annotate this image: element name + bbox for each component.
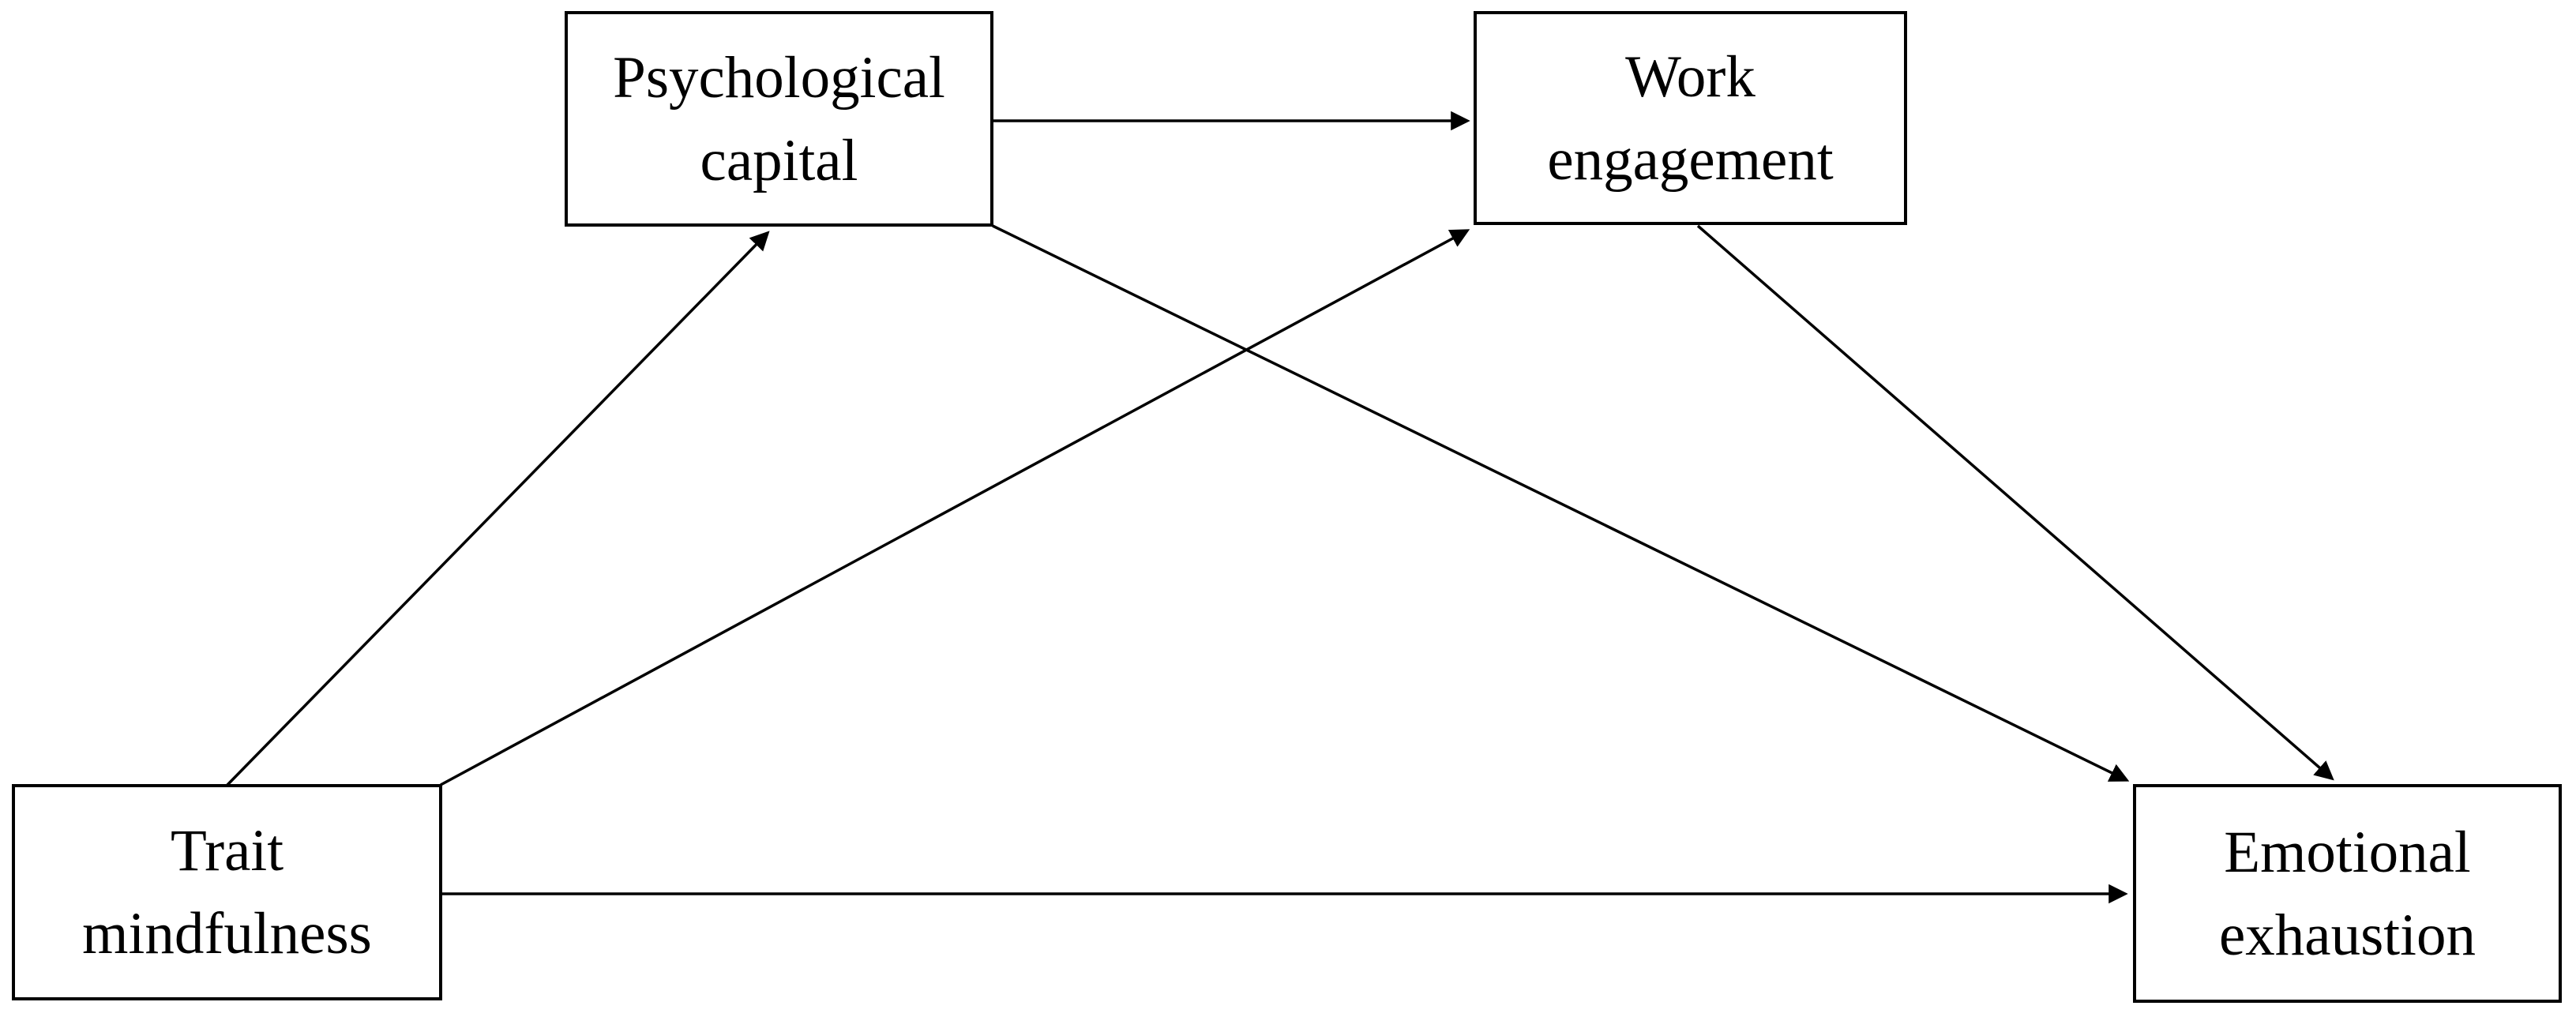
arrow-work-engagement-to-emotional-exhaustion [1696,224,2334,781]
node-psychological-capital: Psychological capital [565,11,993,227]
node-work-engagement: Work engagement [1474,11,1907,225]
node-psychological-capital-line2: capital [700,127,858,193]
arrow-trait-mindfulness-to-work-engagement [440,229,1470,786]
node-work-engagement-line2: engagement [1547,126,1834,193]
node-emotional-exhaustion-line2: exhaustion [2219,902,2476,968]
node-trait-mindfulness: Trait mindfulness [12,784,442,1000]
node-trait-mindfulness-line2: mindfulness [82,901,372,966]
node-trait-mindfulness-line1: Trait [170,818,284,884]
arrow-trait-mindfulness-to-psychological-capital [225,231,770,787]
node-work-engagement-line1: Work [1625,43,1756,110]
node-psychological-capital-line1: Psychological [613,44,945,111]
node-emotional-exhaustion-line1: Emotional [2224,819,2471,885]
arrow-psychological-capital-to-emotional-exhaustion [992,224,2130,782]
node-emotional-exhaustion: Emotional exhaustion [2133,784,2562,1003]
